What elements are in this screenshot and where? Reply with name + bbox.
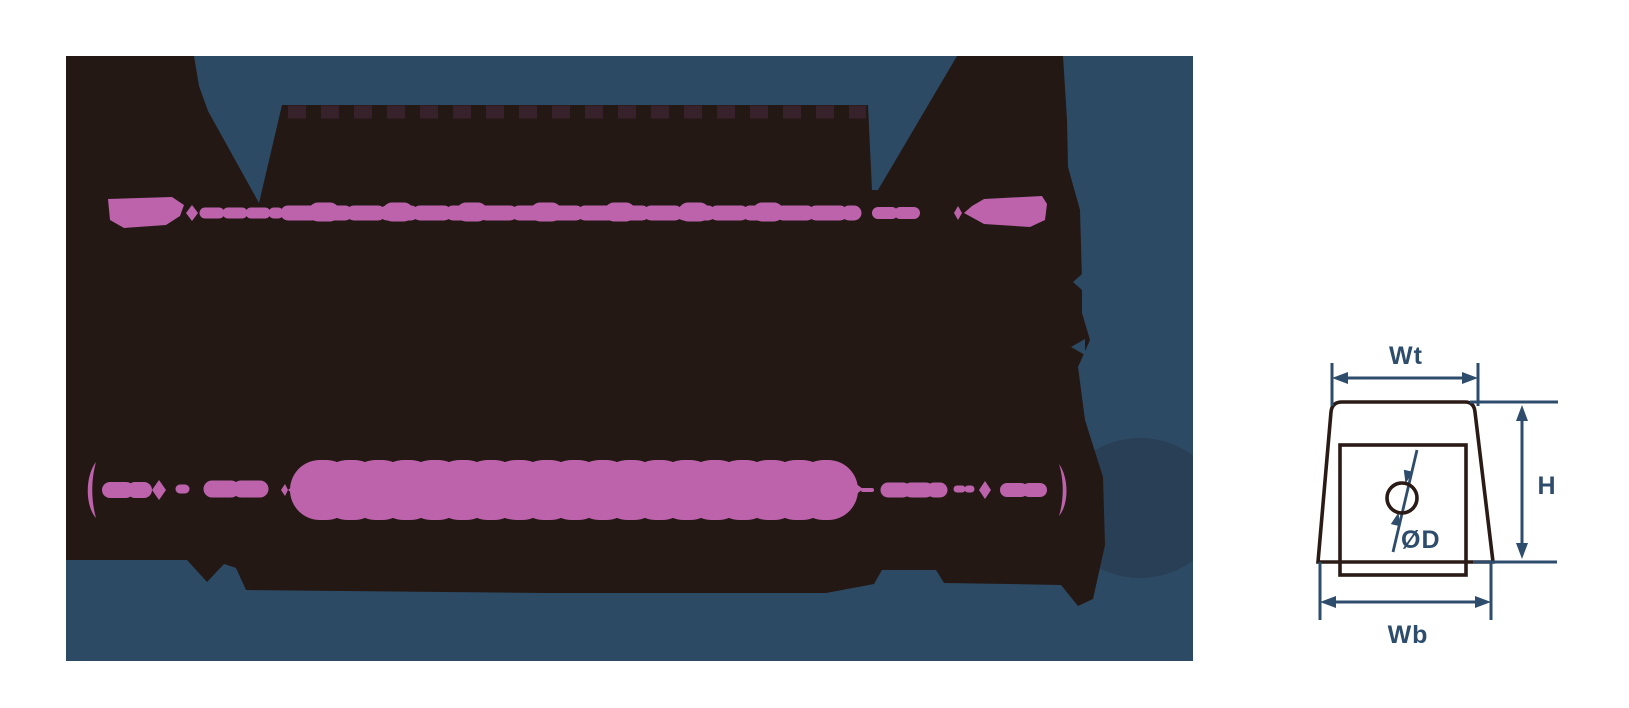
mounting-hole bbox=[1385, 481, 1419, 515]
leader-line bbox=[1391, 449, 1419, 553]
reflective-stripe-upper bbox=[108, 196, 1047, 228]
label-hole-diameter: ØD bbox=[1401, 526, 1441, 554]
label-height: H bbox=[1537, 472, 1556, 500]
dimension-diagram: Wt H ØD Wb bbox=[1316, 342, 1558, 649]
product-silhouette bbox=[66, 56, 1105, 606]
dim-height bbox=[1470, 400, 1558, 564]
dim-bottom-width bbox=[1318, 562, 1493, 620]
front-face-outline bbox=[1338, 443, 1468, 577]
edge-notch bbox=[1071, 339, 1085, 355]
arrowhead-up-icon bbox=[1390, 512, 1401, 527]
arrowhead-right-icon bbox=[1462, 372, 1478, 384]
arrowhead-down-icon bbox=[1403, 469, 1414, 484]
dim-top-width bbox=[1330, 363, 1480, 406]
arrowhead-left-icon bbox=[1332, 372, 1348, 384]
arrowhead-right-icon bbox=[1475, 596, 1491, 608]
arrowhead-down-icon bbox=[1516, 543, 1528, 559]
dimension-lines bbox=[1318, 363, 1558, 620]
label-top-width: Wt bbox=[1389, 342, 1423, 370]
label-bottom-width: Wb bbox=[1388, 621, 1429, 649]
arrowhead-left-icon bbox=[1320, 596, 1336, 608]
dim-hole-diameter bbox=[1390, 449, 1419, 553]
product-photo bbox=[66, 56, 1193, 661]
reflective-stripe-lower bbox=[87, 460, 1067, 520]
arrowhead-up-icon bbox=[1516, 405, 1528, 421]
edge-notch bbox=[1073, 274, 1082, 290]
